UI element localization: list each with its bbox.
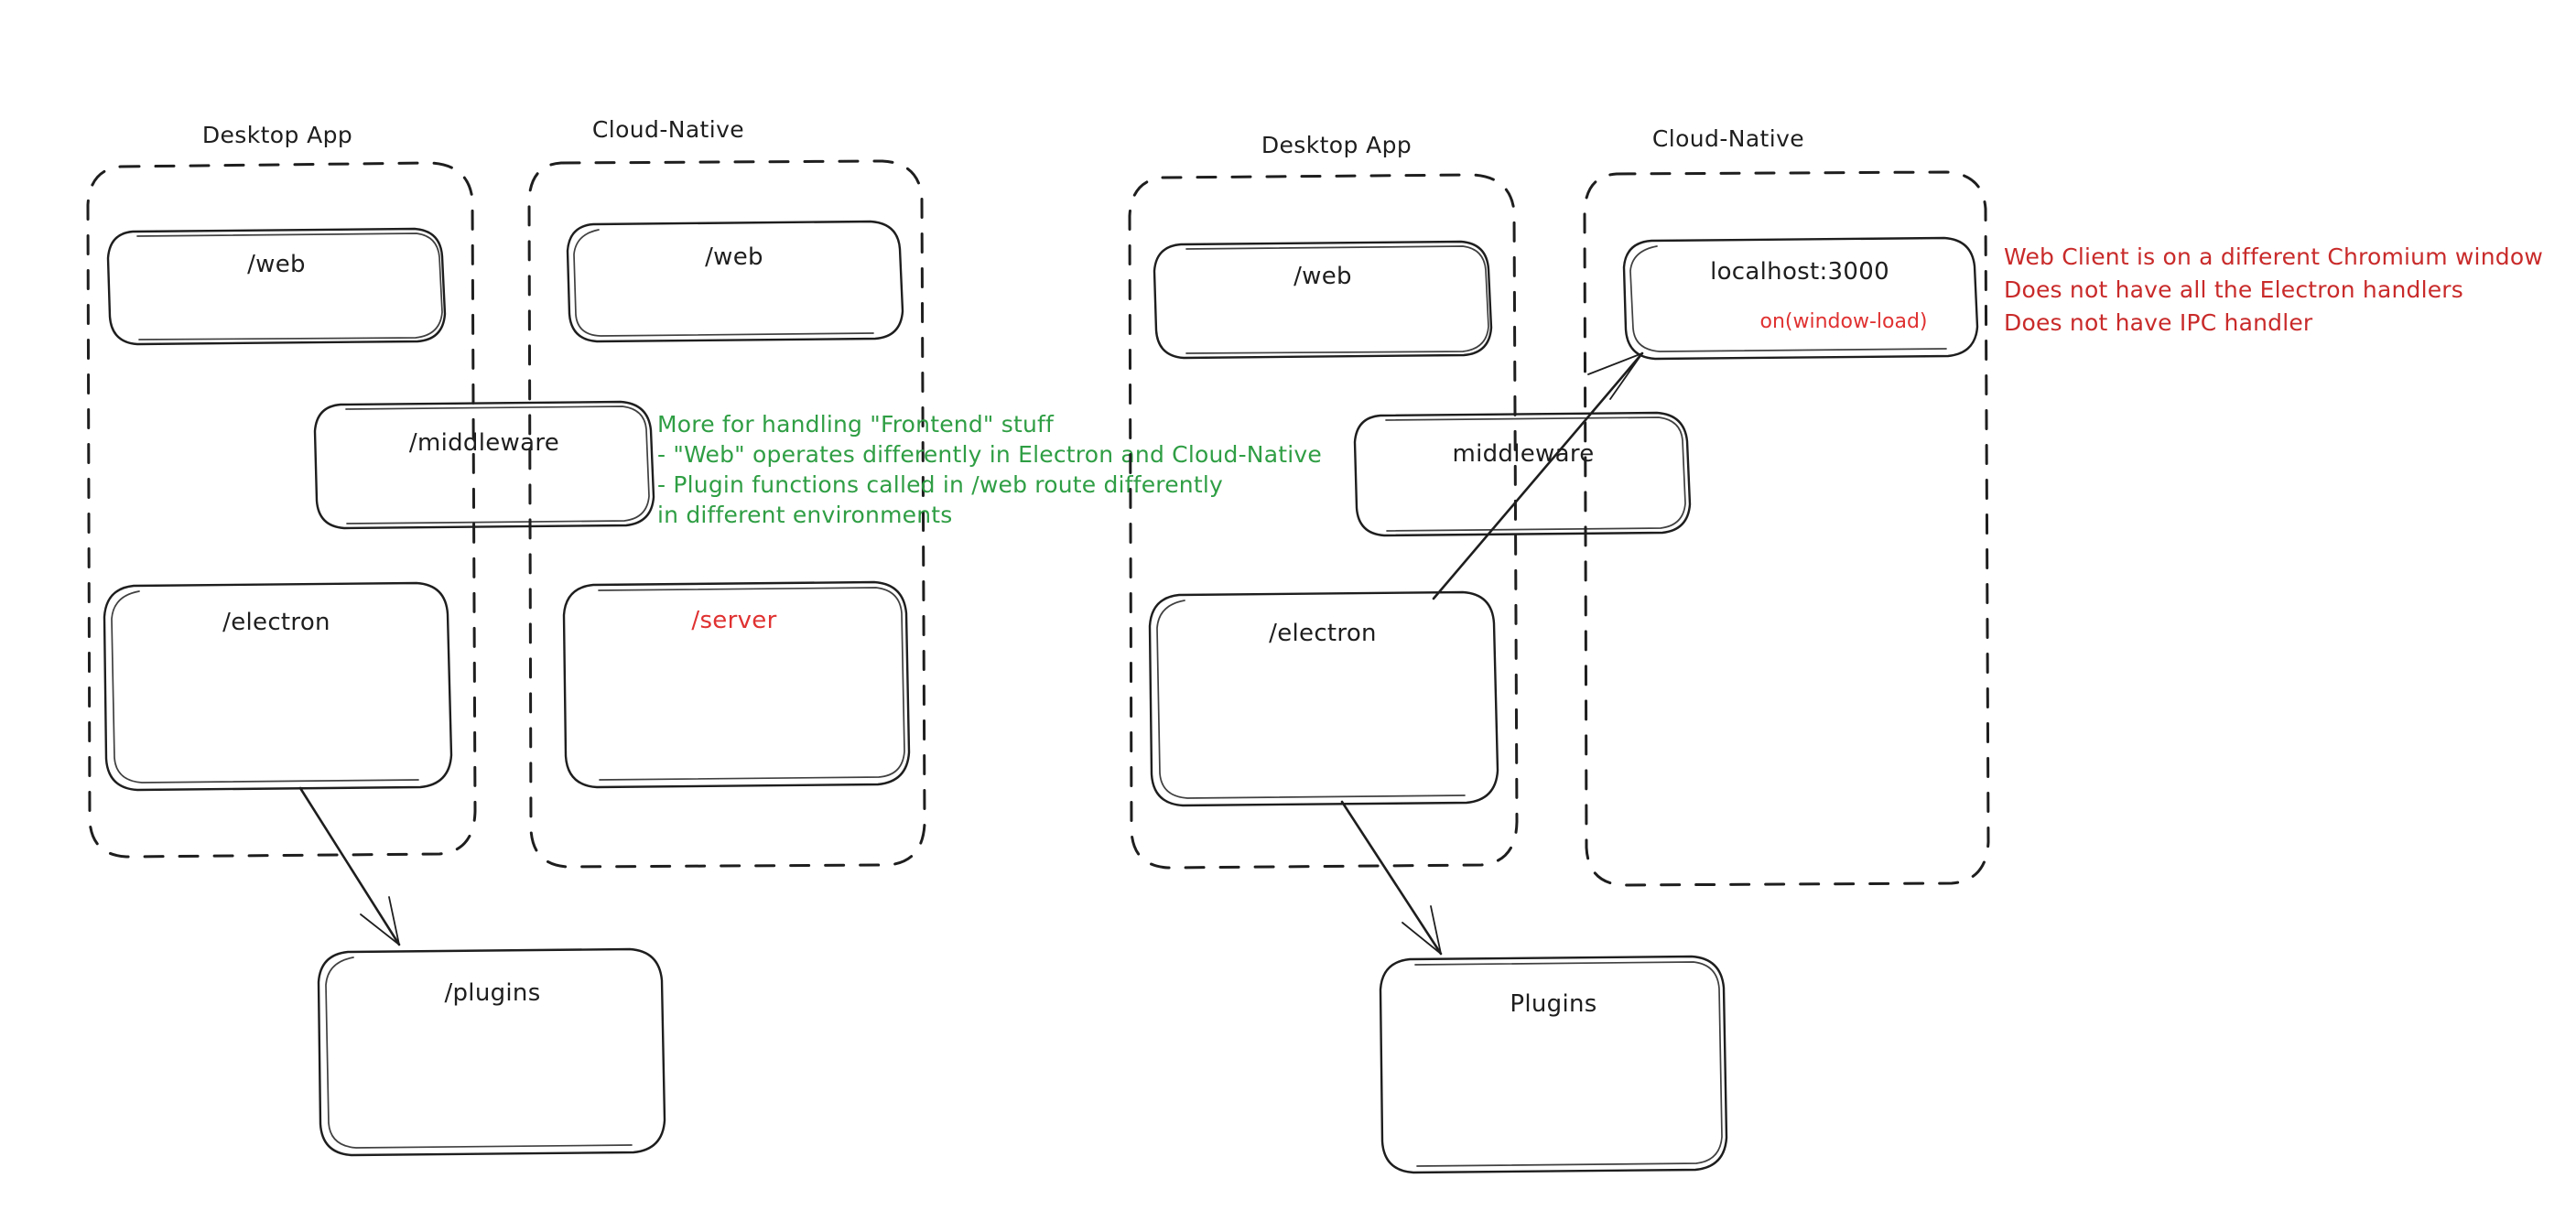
- right-arrow-electron-to-plugins: [1340, 800, 1443, 956]
- left-frame-label-desktop-app: Desktop App: [202, 122, 352, 148]
- left-frame-cloud-native: [527, 159, 926, 869]
- left-box-plugins: /plugins: [317, 947, 666, 1157]
- right-box-web-desktop: /web: [1153, 240, 1493, 360]
- right-note-red-line-3: Does not have IPC handler: [2004, 309, 2313, 336]
- right-frame-label-desktop-app: Desktop App: [1261, 132, 1412, 158]
- left-box-web-cloud: /web: [566, 220, 904, 343]
- left-box-web-desktop-label: /web: [247, 251, 306, 278]
- left-box-middleware: /middleware: [313, 400, 655, 530]
- right-arrow-electron-to-localhost: [1432, 351, 1644, 600]
- right-note-red: Web Client is on a different Chromium wi…: [2004, 243, 2543, 336]
- right-frame-desktop-app: [1128, 173, 1519, 870]
- right-box-middleware-label: middleware: [1452, 440, 1594, 468]
- left-box-server-label: /server: [691, 607, 776, 634]
- right-note-red-line-1: Web Client is on a different Chromium wi…: [2004, 243, 2543, 270]
- left-box-plugins-label: /plugins: [444, 979, 540, 1007]
- right-box-localhost-3000-sublabel: on(window-load): [1760, 310, 1928, 333]
- left-frame-label-cloud-native: Cloud-Native: [592, 116, 744, 143]
- right-box-middleware: middleware: [1353, 411, 1692, 537]
- right-note-red-line-2: Does not have all the Electron handlers: [2004, 276, 2463, 303]
- left-box-server: /server: [562, 580, 911, 789]
- right-frame-label-cloud-native: Cloud-Native: [1652, 125, 1804, 152]
- left-box-web-cloud-label: /web: [705, 243, 763, 271]
- left-box-electron: /electron: [103, 581, 453, 792]
- right-frame-cloud-native: [1583, 170, 1990, 887]
- left-frame-desktop-app: [86, 161, 477, 859]
- right-box-localhost-3000-label: localhost:3000: [1710, 258, 1889, 286]
- left-note-green-line-3: - Plugin functions called in /web route …: [657, 471, 1223, 498]
- left-note-green-line-2: - "Web" operates differently in Electron…: [657, 441, 1322, 468]
- left-box-web-desktop: /web: [106, 227, 447, 346]
- left-box-electron-label: /electron: [222, 609, 330, 636]
- left-box-middleware-label: /middleware: [409, 429, 559, 457]
- left-note-green-line-1: More for handling "Frontend" stuff: [657, 411, 1055, 438]
- right-box-plugins: Plugins: [1379, 955, 1728, 1174]
- left-note-green-line-4: in different environments: [657, 502, 952, 528]
- right-box-electron: /electron: [1148, 590, 1499, 807]
- right-box-localhost-3000: localhost:3000 on(window-load): [1622, 236, 1979, 361]
- right-box-web-desktop-label: /web: [1293, 263, 1352, 290]
- right-box-electron-label: /electron: [1269, 620, 1377, 647]
- left-arrow-electron-to-plugins: [298, 786, 401, 946]
- left-note-green: More for handling "Frontend" stuff - "We…: [657, 411, 1322, 528]
- right-box-plugins-label: Plugins: [1510, 990, 1596, 1018]
